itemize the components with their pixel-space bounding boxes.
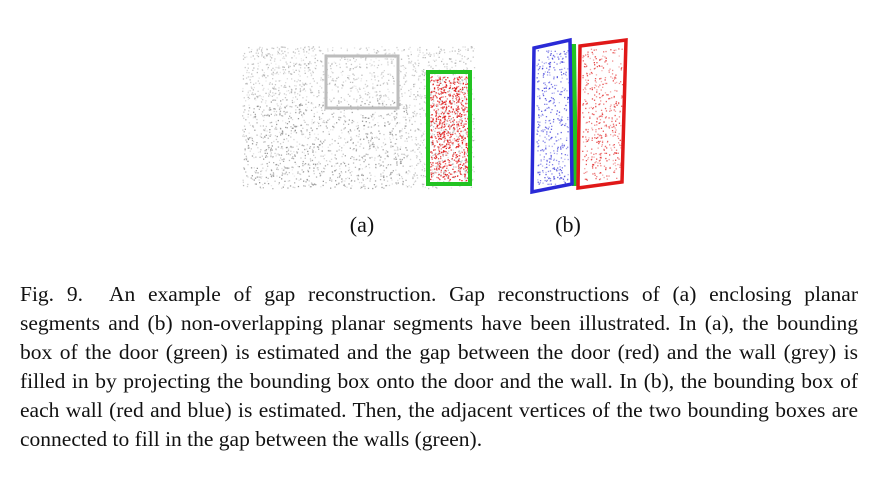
window-outline (324, 54, 400, 110)
blue-wall-bounding-box (530, 37, 574, 195)
subfigure-b-label: (b) (555, 212, 581, 237)
subfigure-a-point-cloud (242, 46, 476, 190)
red-wall-points (582, 48, 624, 181)
caption-text: An example of gap reconstruction. Gap re… (20, 282, 858, 451)
red-wall-bounding-box (576, 37, 628, 191)
figure-caption: Fig. 9.An example of gap reconstruction.… (20, 280, 858, 454)
caption-number: Fig. 9. (20, 282, 83, 306)
figure: (a) (b) (242, 37, 628, 237)
blue-wall-points (536, 50, 570, 185)
subfigure-b-planes (530, 37, 628, 195)
door-point-cloud (430, 76, 470, 182)
subfigure-a-label: (a) (349, 212, 375, 237)
door-bounding-box (426, 70, 472, 186)
